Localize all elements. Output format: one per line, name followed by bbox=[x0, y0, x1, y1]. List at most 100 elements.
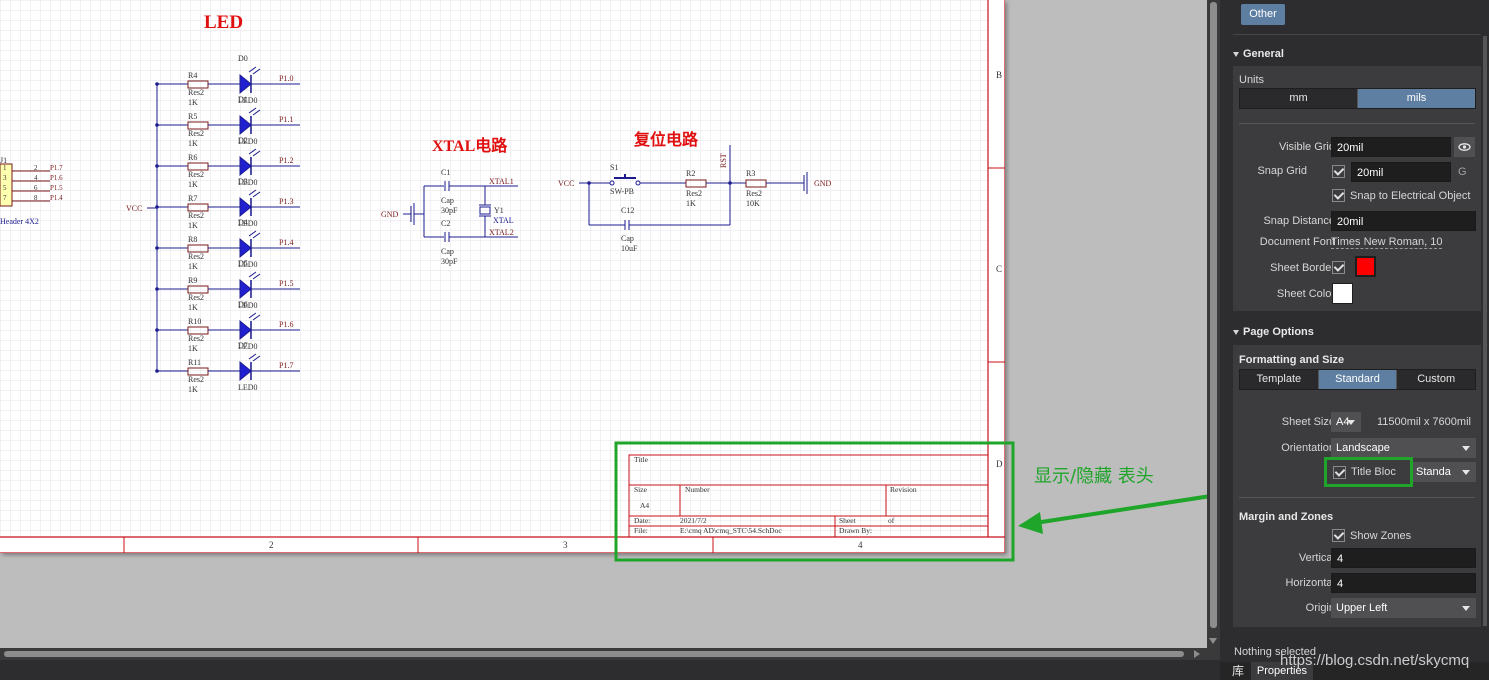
led-row-resistor-ref: R7 bbox=[188, 194, 197, 203]
annotation-overlay: 显示/隐藏 表头 bbox=[614, 441, 1207, 562]
led-row-resistor-type: Res2 bbox=[188, 211, 204, 220]
show-zones-label: Show Zones bbox=[1350, 530, 1412, 542]
title-block-style-dropdown[interactable]: Standa bbox=[1411, 462, 1476, 482]
sheet-border-checkbox[interactable] bbox=[1332, 261, 1345, 274]
orientation-dropdown[interactable]: Landscape bbox=[1331, 438, 1476, 458]
reset-c12-type: Cap bbox=[621, 234, 634, 243]
xtal-y1-type: XTAL bbox=[493, 216, 514, 225]
xtal-c2-value: 30pF bbox=[441, 257, 458, 266]
sheet-border-color-swatch[interactable] bbox=[1355, 256, 1376, 277]
led-row-led-type: LED0 bbox=[238, 96, 258, 105]
xtal-c2-ref: C2 bbox=[441, 219, 450, 228]
header-net-label: P1.5 bbox=[50, 184, 63, 192]
eye-icon[interactable] bbox=[1454, 137, 1475, 157]
led-row-resistor-value: 1K bbox=[188, 385, 198, 394]
header-pin-left: 1 bbox=[3, 164, 7, 172]
sheet-size-dropdown[interactable]: A4 bbox=[1331, 412, 1361, 432]
highlight-box bbox=[614, 441, 1015, 562]
reset-r3-ref: R3 bbox=[746, 169, 755, 178]
visible-grid-input[interactable]: 20mil bbox=[1331, 137, 1451, 157]
units-mm-option[interactable]: mm bbox=[1240, 89, 1358, 108]
orientation-label: Orientation bbox=[1281, 442, 1335, 454]
vertical-zones-input[interactable]: 4 bbox=[1331, 548, 1476, 568]
tb-drawn-label: Drawn By: bbox=[839, 526, 872, 535]
led-row-resistor-value: 1K bbox=[188, 303, 198, 312]
tb-number-label: Number bbox=[685, 485, 710, 494]
tb-of-label: of bbox=[888, 516, 895, 525]
annotation-text: 显示/隐藏 表头 bbox=[1034, 466, 1154, 487]
snap-distance-input[interactable]: 20mil bbox=[1331, 211, 1476, 231]
led-row-led-ref: D5 bbox=[238, 259, 248, 268]
led-row-port-net: P1.0 bbox=[279, 74, 293, 83]
sheet-color-swatch[interactable] bbox=[1332, 283, 1353, 304]
panel-scrollbar[interactable] bbox=[1483, 36, 1487, 626]
tab-library[interactable]: 库 bbox=[1231, 664, 1244, 678]
arrow-line bbox=[1034, 494, 1207, 525]
snap-grid-input[interactable]: 20mil bbox=[1351, 162, 1451, 182]
general-section-header[interactable]: General bbox=[1233, 48, 1284, 60]
led-row-resistor-ref: R9 bbox=[188, 276, 197, 285]
led-row-resistor-value: 1K bbox=[188, 98, 198, 107]
format-tab-custom[interactable]: Custom bbox=[1397, 370, 1476, 389]
reset-gnd-label: GND bbox=[814, 179, 832, 188]
tb-file-label: File: bbox=[634, 526, 648, 535]
header-pin-left: 5 bbox=[3, 184, 7, 192]
led-row-led-type: LED0 bbox=[238, 178, 258, 187]
tb-file-value: E:\cmq AD\cmq_STC\54.SchDoc bbox=[680, 526, 782, 535]
origin-dropdown[interactable]: Upper Left bbox=[1331, 598, 1476, 618]
snap-grid-label: Snap Grid bbox=[1257, 165, 1307, 177]
header-pin-number: 4 bbox=[34, 174, 38, 182]
document-font-link[interactable]: Times New Roman, 10 bbox=[1331, 236, 1443, 249]
reset-r3-value: 10K bbox=[746, 199, 760, 208]
snap-distance-label: Snap Distance bbox=[1263, 215, 1335, 227]
other-filter-button[interactable]: Other bbox=[1241, 4, 1285, 25]
horizontal-scrollbar[interactable] bbox=[0, 648, 1220, 660]
units-mils-option[interactable]: mils bbox=[1358, 89, 1475, 108]
tb-sheet-label: Sheet bbox=[839, 516, 857, 525]
title-block-label: Title Bloc bbox=[1351, 466, 1396, 478]
page-options-section-header[interactable]: Page Options bbox=[1233, 326, 1314, 338]
snap-grid-checkbox[interactable] bbox=[1332, 165, 1345, 178]
show-zones-checkbox[interactable] bbox=[1332, 529, 1345, 542]
tb-size-value: A4 bbox=[640, 501, 649, 510]
snap-electrical-label: Snap to Electrical Object bbox=[1350, 190, 1471, 202]
selection-status: Nothing selected bbox=[1234, 646, 1316, 658]
led-row-led-type: LED0 bbox=[238, 383, 258, 392]
led-row-resistor-type: Res2 bbox=[188, 334, 204, 343]
units-toggle[interactable]: mm mils bbox=[1239, 88, 1476, 109]
sheet-color-label: Sheet Color bbox=[1276, 288, 1335, 300]
led-row-led-type: LED0 bbox=[238, 342, 258, 351]
xtal-c1-ref: C1 bbox=[441, 168, 450, 177]
format-tab-standard[interactable]: Standard bbox=[1318, 370, 1398, 389]
led-row-led-type: LED0 bbox=[238, 219, 258, 228]
led-row-led-ref: D2 bbox=[238, 136, 248, 145]
led-row-port-net: P1.6 bbox=[279, 320, 293, 329]
snap-electrical-checkbox[interactable] bbox=[1332, 189, 1345, 202]
tb-revision-label: Revision bbox=[890, 485, 917, 494]
led-section-title: LED bbox=[204, 12, 243, 33]
led-row-port-net: P1.3 bbox=[279, 197, 293, 206]
reset-section-title: 复位电路 bbox=[633, 130, 699, 149]
led-row-resistor-type: Res2 bbox=[188, 170, 204, 179]
led-row-port-net: P1.1 bbox=[279, 115, 293, 124]
vertical-scrollbar[interactable] bbox=[1207, 0, 1220, 648]
xtal-circuit: GND C1 Cap 30p bbox=[381, 168, 518, 266]
led-row-led-ref: D1 bbox=[238, 95, 248, 104]
horizontal-zones-input[interactable]: 4 bbox=[1331, 573, 1476, 593]
tab-properties[interactable]: Properties bbox=[1251, 662, 1313, 680]
title-block-checkbox[interactable] bbox=[1333, 466, 1346, 479]
header-net-label: P1.7 bbox=[50, 164, 63, 172]
led-row-resistor-value: 1K bbox=[188, 262, 198, 271]
format-tab-template[interactable]: Template bbox=[1240, 370, 1319, 389]
watermark: https://blog.csdn.net/skycmq bbox=[1280, 652, 1470, 669]
header-net-label: P1.6 bbox=[50, 174, 63, 182]
sheet-border-label: Sheet Border bbox=[1270, 262, 1335, 274]
reset-circuit: VCC GND bbox=[558, 145, 832, 253]
xtal-c1-type: Cap bbox=[441, 196, 454, 205]
format-tabs[interactable]: Template Standard Custom bbox=[1239, 369, 1476, 390]
xtal-c2-type: Cap bbox=[441, 247, 454, 256]
